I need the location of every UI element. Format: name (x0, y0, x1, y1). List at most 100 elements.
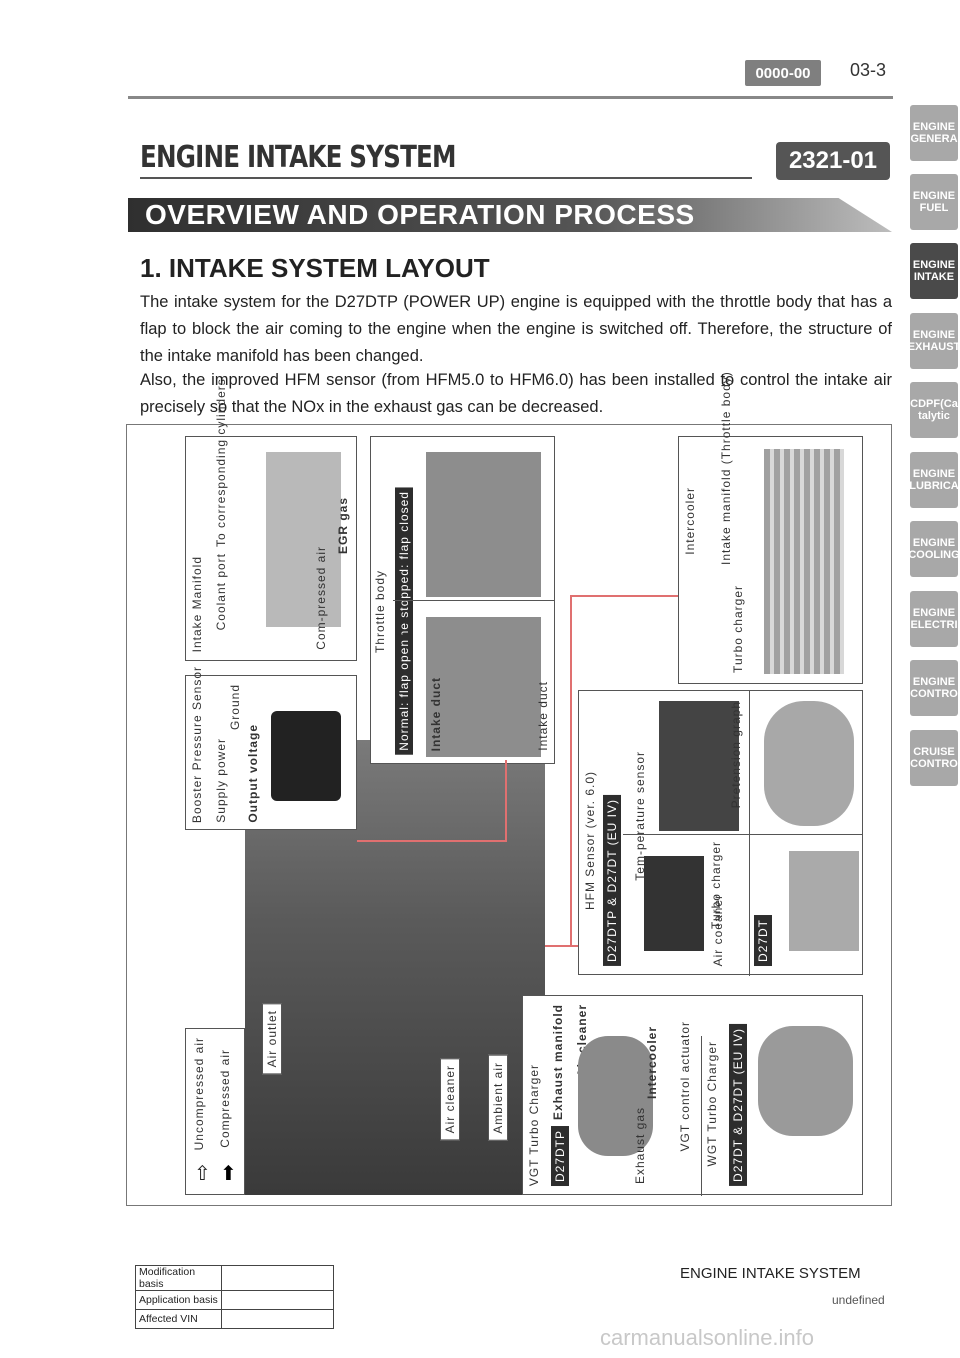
table-cell (221, 1290, 334, 1310)
section-heading: 1. INTAKE SYSTEM LAYOUT (140, 253, 490, 283)
cylinders-label: To corresponding cylinders (214, 378, 228, 547)
modification-table: Modification basis Application basis Aff… (135, 1265, 334, 1329)
exhaust-gas-label: Exhaust gas (633, 1106, 647, 1184)
ground-label: Ground (228, 684, 242, 731)
table-cell: Modification basis (135, 1265, 222, 1291)
paragraph-2: Also, the improved HFM sensor (from HFM5… (140, 371, 892, 416)
table-cell (221, 1265, 334, 1291)
coolant-port-label: Coolant port (214, 552, 228, 630)
pretension-graph-label: Pretension graph (729, 701, 743, 809)
booster-sensor-box: Booster Pressure Sensor Supply power Gro… (185, 666, 357, 830)
intercooler-title: Intercooler (683, 487, 697, 555)
table-cell (221, 1309, 334, 1329)
intercooler-box: Intercooler Intake manifold (Throttle bo… (678, 371, 863, 684)
legend-compressed-label: Compressed air (218, 1049, 232, 1148)
normal-open-tag: Normal: flap open (395, 635, 413, 755)
air-cleaner-label: Air cleaner (440, 1058, 460, 1141)
intake-manifold-box: Intake Manifold Coolant port To correspo… (185, 378, 357, 661)
table-cell: Affected VIN (135, 1309, 222, 1329)
throttle-body-box: Throttle body Engine stopped: flap close… (370, 436, 555, 764)
air-outlet-label: Air outlet (262, 1003, 282, 1075)
hfm-sensor-photo-3 (644, 856, 704, 951)
supply-power-label: Supply power (214, 738, 228, 823)
leader-line-3 (570, 595, 572, 945)
intake-duct-label-1: Intake duct (429, 676, 443, 751)
leader-line-4 (570, 595, 678, 597)
table-row: Application basis (135, 1290, 334, 1310)
section-code-badge: 2321-01 (776, 142, 890, 180)
hfm-sensor-photo-2 (764, 701, 854, 826)
throttle-divider (393, 600, 555, 601)
turbo-charger-box: VGT Turbo Charger D27DTP Exhaust manifol… (522, 995, 863, 1196)
table-row: Affected VIN (135, 1309, 334, 1329)
section-banner-text: OVERVIEW AND OPERATION PROCESS (145, 199, 695, 230)
intake-manifold-photo (266, 452, 341, 627)
turbo-charger-label: Turbo charger (731, 585, 745, 673)
output-voltage-label: Output voltage (246, 724, 260, 823)
vgt-tag: D27DTP (551, 1125, 569, 1186)
turbo-divider (701, 1036, 702, 1196)
intake-manifold-label: Intake manifold (Throttle body) (719, 371, 733, 565)
hfm-tag-1: D27DTP & D27DT (EU IV) (603, 795, 621, 966)
hfm-divider-v (749, 691, 750, 976)
wgt-turbo-photo (758, 1026, 853, 1136)
vgt-turbo-photo (578, 1036, 653, 1156)
hfm-divider (623, 834, 863, 835)
booster-sensor-title: Booster Pressure Sensor (190, 665, 204, 823)
watermark: carmanualsonline.info (600, 1325, 815, 1350)
vgt-intercooler-label: Intercooler (645, 1026, 659, 1100)
hfm-sensor-photo-4 (789, 851, 859, 951)
compressed-arrow-icon: ⬆ (220, 1163, 237, 1185)
compressed-air-label: Com-pressed air (314, 546, 328, 650)
throttle-body-title: Throttle body (373, 569, 387, 653)
exhaust-manifold-label: Exhaust manifold (551, 1004, 565, 1121)
legend-box: Uncompressed air Compressed air ⇧ ⬆ (185, 1028, 245, 1195)
wgt-title: WGT Turbo Charger (705, 1041, 719, 1167)
throttle-closed-photo (426, 452, 541, 597)
leader-line-1 (357, 840, 507, 842)
air-cleaner-hfm-label: Air coeaner (711, 893, 725, 966)
intake-manifold-title: Intake Manifold (190, 555, 204, 652)
table-row: Modification basis (135, 1265, 334, 1291)
page-number: 03-3 (850, 60, 887, 80)
hfm-sensor-title: HFM Sensor (ver. 6.0) (583, 771, 597, 911)
title-divider (140, 177, 752, 179)
table-cell: Application basis (135, 1290, 222, 1310)
wgt-tag: D27DT & D27DT (EU IV) (729, 1024, 747, 1186)
leader-line-2 (505, 760, 507, 840)
egr-gas-label: EGR gas (336, 497, 350, 555)
ambient-air-label: Ambient air (488, 1055, 508, 1141)
booster-sensor-photo (271, 711, 341, 801)
paragraph-1: The intake system for the D27DTP (POWER … (140, 293, 892, 365)
page-code-badge: 0000-00 (745, 60, 821, 86)
throttle-open-photo (426, 617, 541, 757)
legend-uncompressed-label: Uncompressed air (192, 1037, 206, 1151)
intercooler-photo (764, 449, 844, 674)
uncompressed-arrow-icon: ⇧ (194, 1163, 211, 1185)
page-title: ENGINE INTAKE SYSTEM (140, 140, 457, 175)
hfm-tag-2: D27DT (754, 914, 772, 966)
footer-title: ENGINE INTAKE SYSTEM (680, 1265, 861, 1282)
section-banner (128, 198, 892, 232)
leader-line-5 (545, 945, 578, 947)
hfm-sensor-box: HFM Sensor (ver. 6.0) D27DTP & D27DT (EU… (578, 690, 863, 976)
